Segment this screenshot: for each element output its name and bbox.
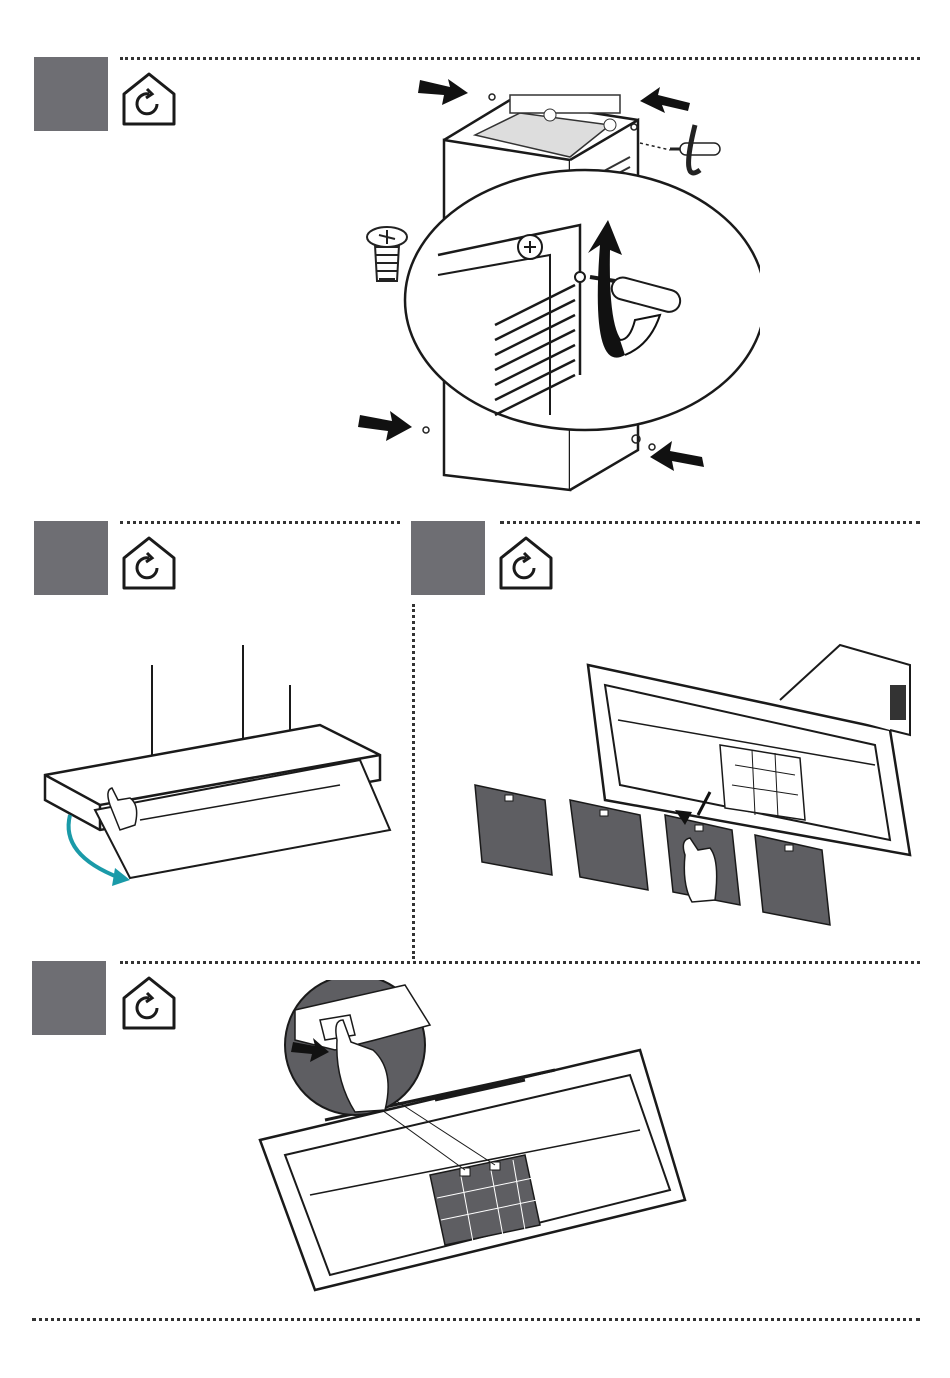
separator-bottom <box>32 1318 920 1321</box>
separator-step-4 <box>120 961 920 964</box>
step-3-number-box <box>411 521 485 595</box>
house-rotate-icon <box>120 974 178 1044</box>
vertical-separator <box>412 604 415 959</box>
step-1-number-box <box>34 57 108 131</box>
house-rotate-icon <box>120 70 178 140</box>
house-rotate-icon <box>120 534 178 604</box>
separator-step-2 <box>120 521 400 524</box>
step-1-illustration-chimney <box>340 65 760 495</box>
step-2-illustration-hood-panel <box>40 640 400 890</box>
separator-step-3 <box>500 521 920 524</box>
step-4-illustration-carbon-filter <box>255 980 695 1300</box>
step-4-number-box <box>32 961 106 1035</box>
separator-top <box>120 57 920 60</box>
step-3-illustration-filters <box>470 640 920 930</box>
step-2-number-box <box>34 521 108 595</box>
house-rotate-icon <box>497 534 555 604</box>
